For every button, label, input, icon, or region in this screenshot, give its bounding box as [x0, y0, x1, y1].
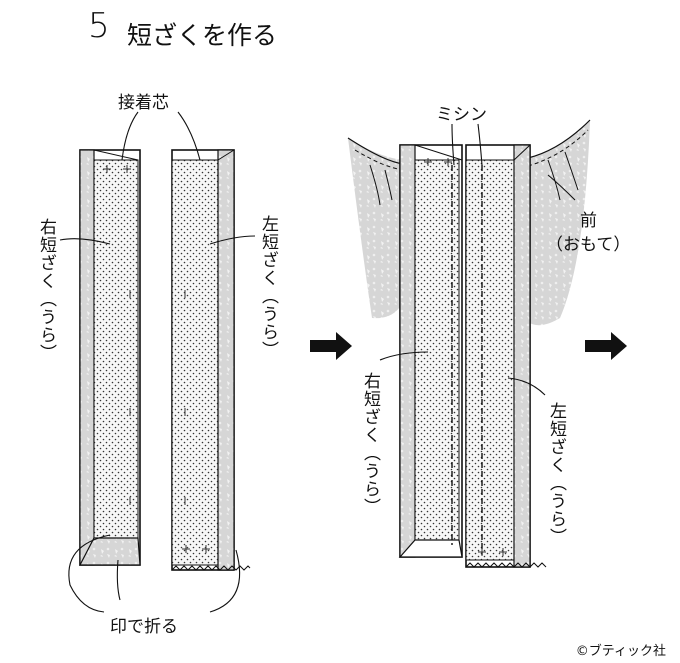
leader-lines-2 [379, 123, 576, 396]
right-placket-strip-2 [398, 144, 463, 558]
arrow-right-icon [585, 332, 627, 360]
arrow-right-icon [310, 332, 352, 360]
step-number: 5 [88, 6, 110, 46]
copyright: ©ブティック社 [575, 644, 666, 659]
label-right-placket-back-2: 右短ざく（うら） [360, 372, 380, 516]
label-machine-stitch: ミシン [436, 105, 487, 125]
garment-front [347, 119, 591, 326]
label-front: 前 [580, 211, 597, 231]
label-fold-at-mark: 印で折る [110, 617, 178, 637]
left-placket-strip-1 [171, 149, 251, 571]
label-front-face: （おもて） [546, 235, 631, 255]
right-placket-strip-1 [79, 149, 141, 566]
label-left-placket-back-2: 左短ざく（うら） [546, 402, 566, 546]
step-title: 短ざくを作る [127, 21, 278, 50]
label-right-placket-back-1: 右短ざく（うら） [36, 218, 56, 362]
left-placket-strip-2 [465, 144, 547, 568]
label-left-placket-back-1: 左短ざく（うら） [258, 215, 278, 359]
leader-lines-1 [59, 111, 256, 613]
label-interfacing: 接着芯 [118, 93, 169, 113]
